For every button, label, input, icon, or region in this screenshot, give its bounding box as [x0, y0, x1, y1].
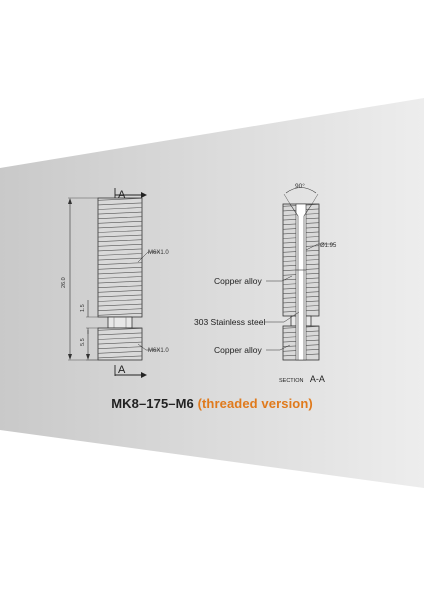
- thread-line: [97, 276, 143, 279]
- angle-label: 90°: [295, 182, 305, 190]
- background-band: [0, 98, 424, 488]
- thread-line: [97, 267, 143, 270]
- thread-callout-lower: M6X1.0: [148, 348, 169, 354]
- thread-line: [97, 244, 143, 247]
- thread-line: [97, 207, 143, 210]
- upper-thread-lines: [97, 198, 143, 316]
- thread-line: [97, 253, 143, 256]
- thread-line: [97, 332, 143, 336]
- bore-diameter-label: Ø1.95: [320, 243, 337, 249]
- material-label-copper-bottom: Copper alloy: [214, 345, 262, 355]
- thread-line: [97, 346, 143, 349]
- thread-line: [97, 294, 143, 298]
- thread-line: [97, 248, 143, 252]
- thread-line: [97, 290, 143, 293]
- lower-thread-lines: [97, 328, 143, 359]
- thread-line: [97, 225, 143, 229]
- thread-line: [97, 262, 143, 265]
- thread-line: [97, 351, 143, 354]
- thread-line: [97, 355, 143, 359]
- left-side-view: [68, 188, 160, 378]
- thread-line: [97, 198, 143, 201]
- thread-line: [97, 234, 143, 238]
- product-caption: MK8–175–M6 (threaded version): [0, 396, 424, 411]
- section-marker-top: A: [118, 189, 126, 201]
- neck: [107, 316, 133, 329]
- dimension-lower-thread: 5.5: [80, 338, 86, 346]
- section-name: A-A: [310, 374, 325, 384]
- dimension-total-length: 26.0: [61, 277, 67, 288]
- upper-thread-body: [97, 197, 143, 318]
- thread-line: [97, 221, 143, 224]
- caption-variant: (threaded version): [197, 396, 313, 411]
- caption-model: MK8–175–M6: [111, 396, 194, 411]
- thread-line: [97, 308, 143, 311]
- thread-line: [97, 299, 143, 302]
- material-label-stainless: 303 Stainless steel: [194, 317, 265, 327]
- thread-line: [97, 280, 143, 284]
- thread-line: [97, 313, 143, 316]
- bore-channel: [295, 203, 307, 361]
- thread-line: [97, 285, 143, 288]
- thread-line: [97, 341, 143, 345]
- thread-line: [97, 202, 143, 206]
- thread-line: [97, 211, 143, 215]
- thread-line: [97, 216, 143, 219]
- thread-line: [97, 328, 143, 331]
- thread-line: [97, 271, 143, 275]
- thread-line: [97, 257, 143, 261]
- thread-line: [97, 303, 143, 307]
- thread-line: [97, 337, 143, 340]
- section-label: SECTION A-A: [279, 369, 325, 386]
- thread-callout-upper: M6X1.0: [148, 250, 169, 256]
- section-prefix: SECTION: [279, 378, 303, 384]
- material-label-copper-top: Copper alloy: [214, 276, 262, 286]
- section-view: [265, 187, 334, 361]
- dimension-gap: 1.5: [80, 304, 86, 312]
- thread-line: [97, 239, 143, 242]
- thread-line: [97, 230, 143, 233]
- section-marker-bottom: A: [118, 364, 126, 376]
